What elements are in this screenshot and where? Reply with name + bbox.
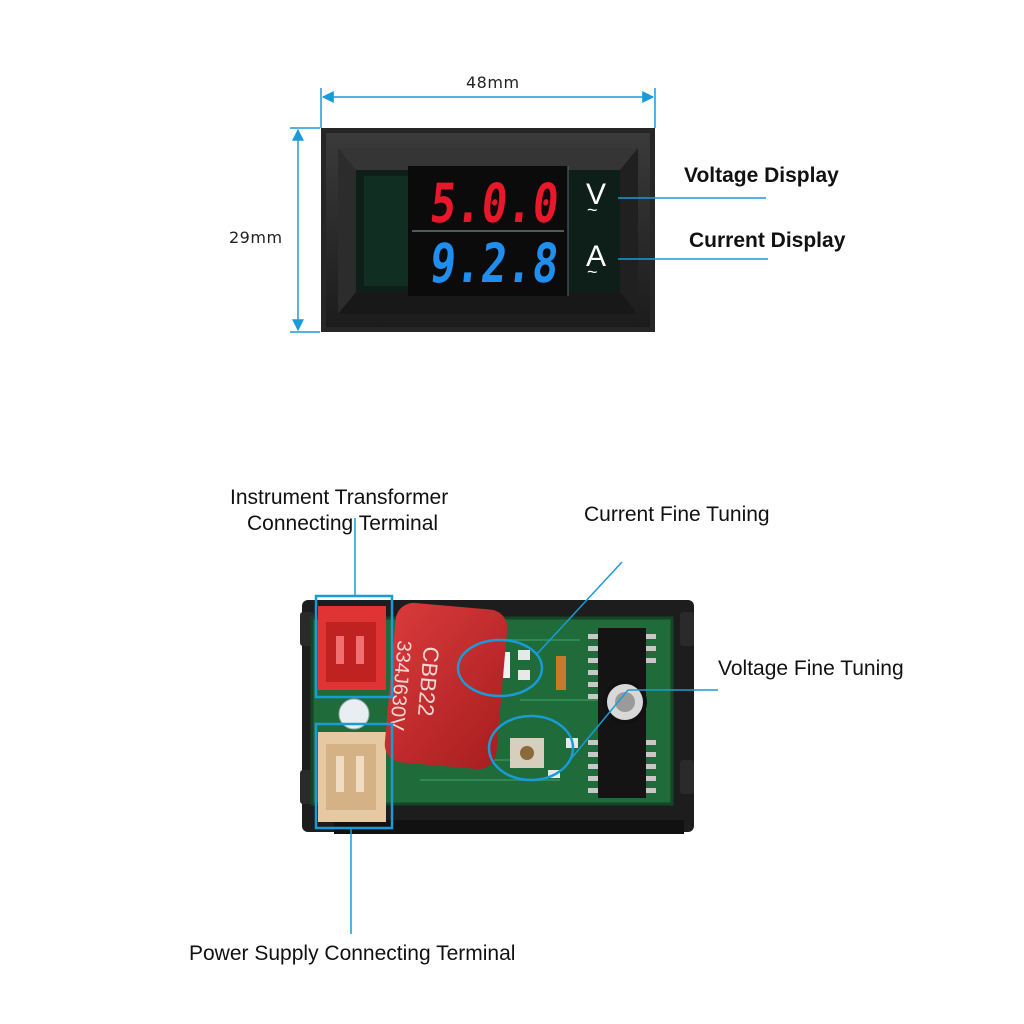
- voltage-fine-tuning-callout-line-b: [569, 689, 629, 761]
- width-dimension: [320, 88, 656, 128]
- meter-back: CBB22 334J630V: [300, 600, 694, 834]
- meter-front: [321, 128, 655, 332]
- voltage-fine-tuning-highlight: [487, 714, 575, 782]
- current-fine-tuning-callout: Current Fine Tuning: [584, 503, 770, 526]
- current-reading: 9.2.8: [427, 232, 562, 295]
- height-dimension-label: 29mm: [229, 228, 283, 247]
- current-unit-label: A: [586, 240, 606, 273]
- current-ac-symbol-icon: ~: [587, 262, 598, 282]
- voltage-reading: 5.0.0: [427, 172, 562, 235]
- voltage-display-callout: Voltage Display: [684, 164, 839, 187]
- current-fine-tuning-highlight: [456, 638, 544, 698]
- instrument-terminal-callout-line2: Connecting Terminal: [247, 512, 439, 535]
- instrument-terminal-callout-line1: Instrument Transformer: [230, 486, 449, 509]
- voltage-ac-symbol-icon: ~: [587, 200, 598, 220]
- voltage-fine-tuning-callout: Voltage Fine Tuning: [718, 657, 904, 680]
- height-dimension: [290, 127, 320, 333]
- current-display-callout: Current Display: [689, 229, 846, 252]
- current-fine-tuning-callout-line: [535, 561, 623, 656]
- instrument-terminal-highlight: [314, 594, 394, 699]
- voltage-unit-label: V: [586, 178, 606, 211]
- power-terminal-highlight: [314, 722, 394, 830]
- capacitor-label-line1: CBB22: [413, 646, 444, 718]
- width-dimension-label: 48mm: [466, 73, 520, 92]
- power-supply-terminal-callout: Power Supply Connecting Terminal: [189, 942, 516, 965]
